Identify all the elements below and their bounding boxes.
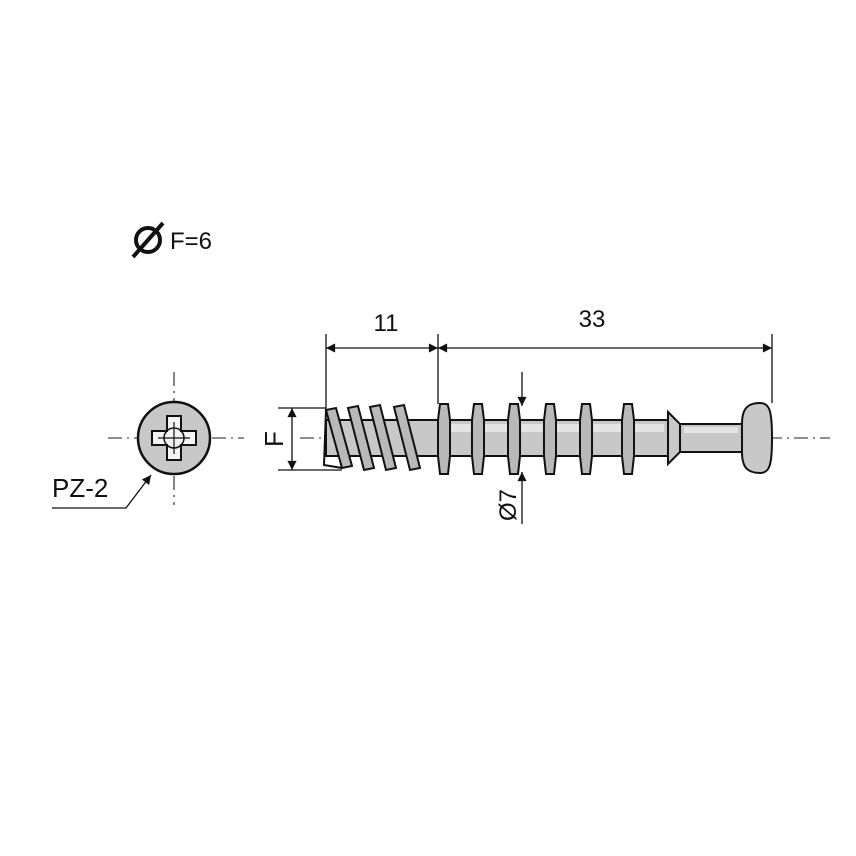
thread-diameter-label: F (259, 431, 289, 447)
shank-length-label: 33 (579, 306, 606, 333)
collar-diameter-label: Ø7 (495, 489, 522, 521)
pozidriv-recess-icon (151, 415, 197, 461)
drive-callout: PZ-2 (52, 473, 152, 509)
neck-highlight (684, 427, 738, 433)
dimension-thread-diameter: F (259, 407, 342, 471)
diameter-spec-label: F=6 (170, 228, 212, 255)
ball-head (741, 401, 774, 475)
dimension-collar-diameter: Ø7 (495, 372, 527, 524)
neck-taper (667, 409, 681, 467)
screw-side-view (322, 401, 774, 475)
drive-label: PZ-2 (52, 473, 108, 503)
dimension-shank-length: 33 (438, 306, 773, 403)
barrel-ribs (437, 403, 635, 475)
diameter-spec: F=6 (131, 221, 212, 259)
screw-head-end-view (108, 372, 244, 505)
helical-thread (322, 403, 422, 472)
diameter-symbol-icon (131, 221, 165, 259)
dimension-threaded-length: 11 (325, 310, 439, 410)
threaded-length-label: 11 (374, 310, 399, 337)
drive-leader-line (52, 474, 152, 509)
